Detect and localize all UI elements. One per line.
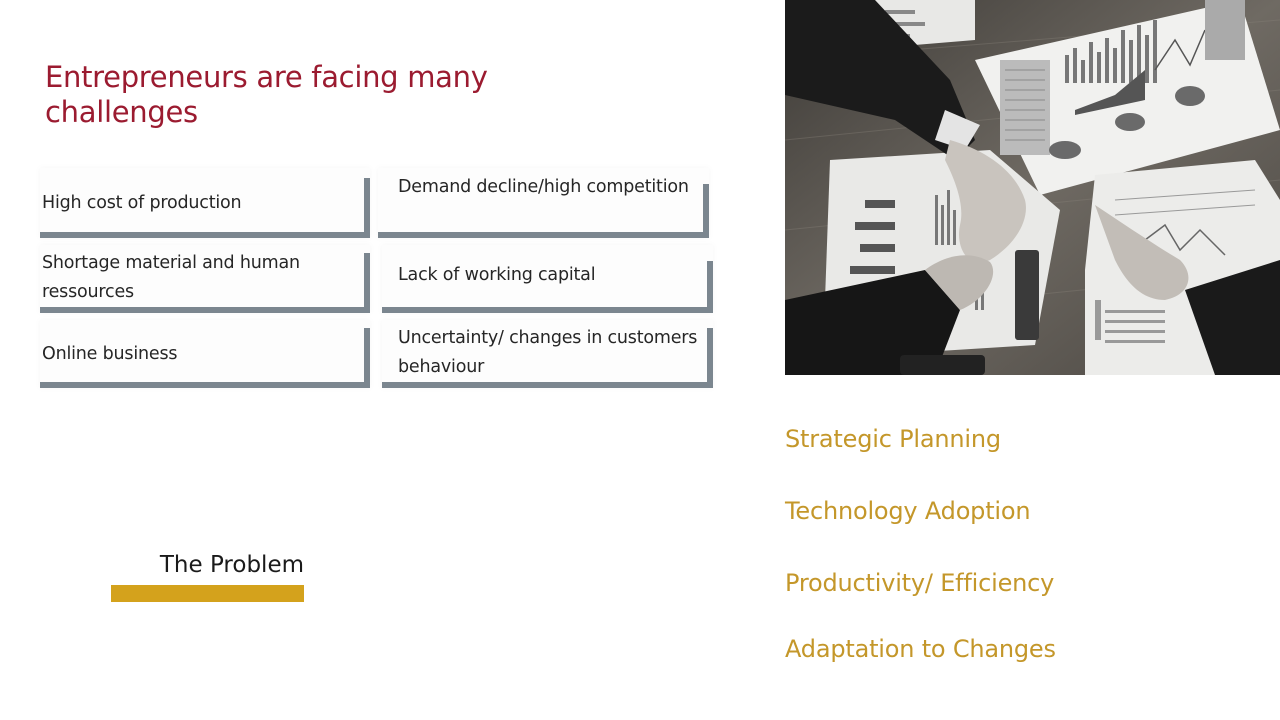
solution-item-3: Productivity/ Efficiency <box>785 569 1055 597</box>
slide-title: Entrepreneurs are facing many challenges <box>45 60 488 129</box>
challenge-box-1: High cost of production <box>40 168 370 238</box>
photo-illustration <box>785 0 1280 375</box>
challenge-text: Uncertainty/ changes in customers behavi… <box>398 328 698 377</box>
solution-item-2: Technology Adoption <box>785 497 1031 525</box>
challenge-box-6: Uncertainty/ changes in customers behavi… <box>382 320 713 388</box>
challenge-box-3: Shortage material and human ressources <box>40 245 370 313</box>
solution-item-1: Strategic Planning <box>785 425 1001 453</box>
problem-accent-bar <box>111 585 304 602</box>
challenge-box-5: Online business <box>40 320 370 388</box>
challenge-box-2: Demand decline/high competition <box>378 168 709 238</box>
challenge-box-4: Lack of working capital <box>382 245 713 313</box>
challenge-text: Lack of working capital <box>398 265 596 285</box>
business-meeting-photo <box>785 0 1280 375</box>
solution-item-4: Adaptation to Changes <box>785 635 1056 663</box>
challenge-text: Demand decline/high competition <box>398 177 689 197</box>
challenge-text: Online business <box>42 344 178 364</box>
challenge-text: High cost of production <box>42 193 242 213</box>
challenge-text: Shortage material and human ressources <box>42 253 300 302</box>
problem-label: The Problem <box>159 552 304 578</box>
